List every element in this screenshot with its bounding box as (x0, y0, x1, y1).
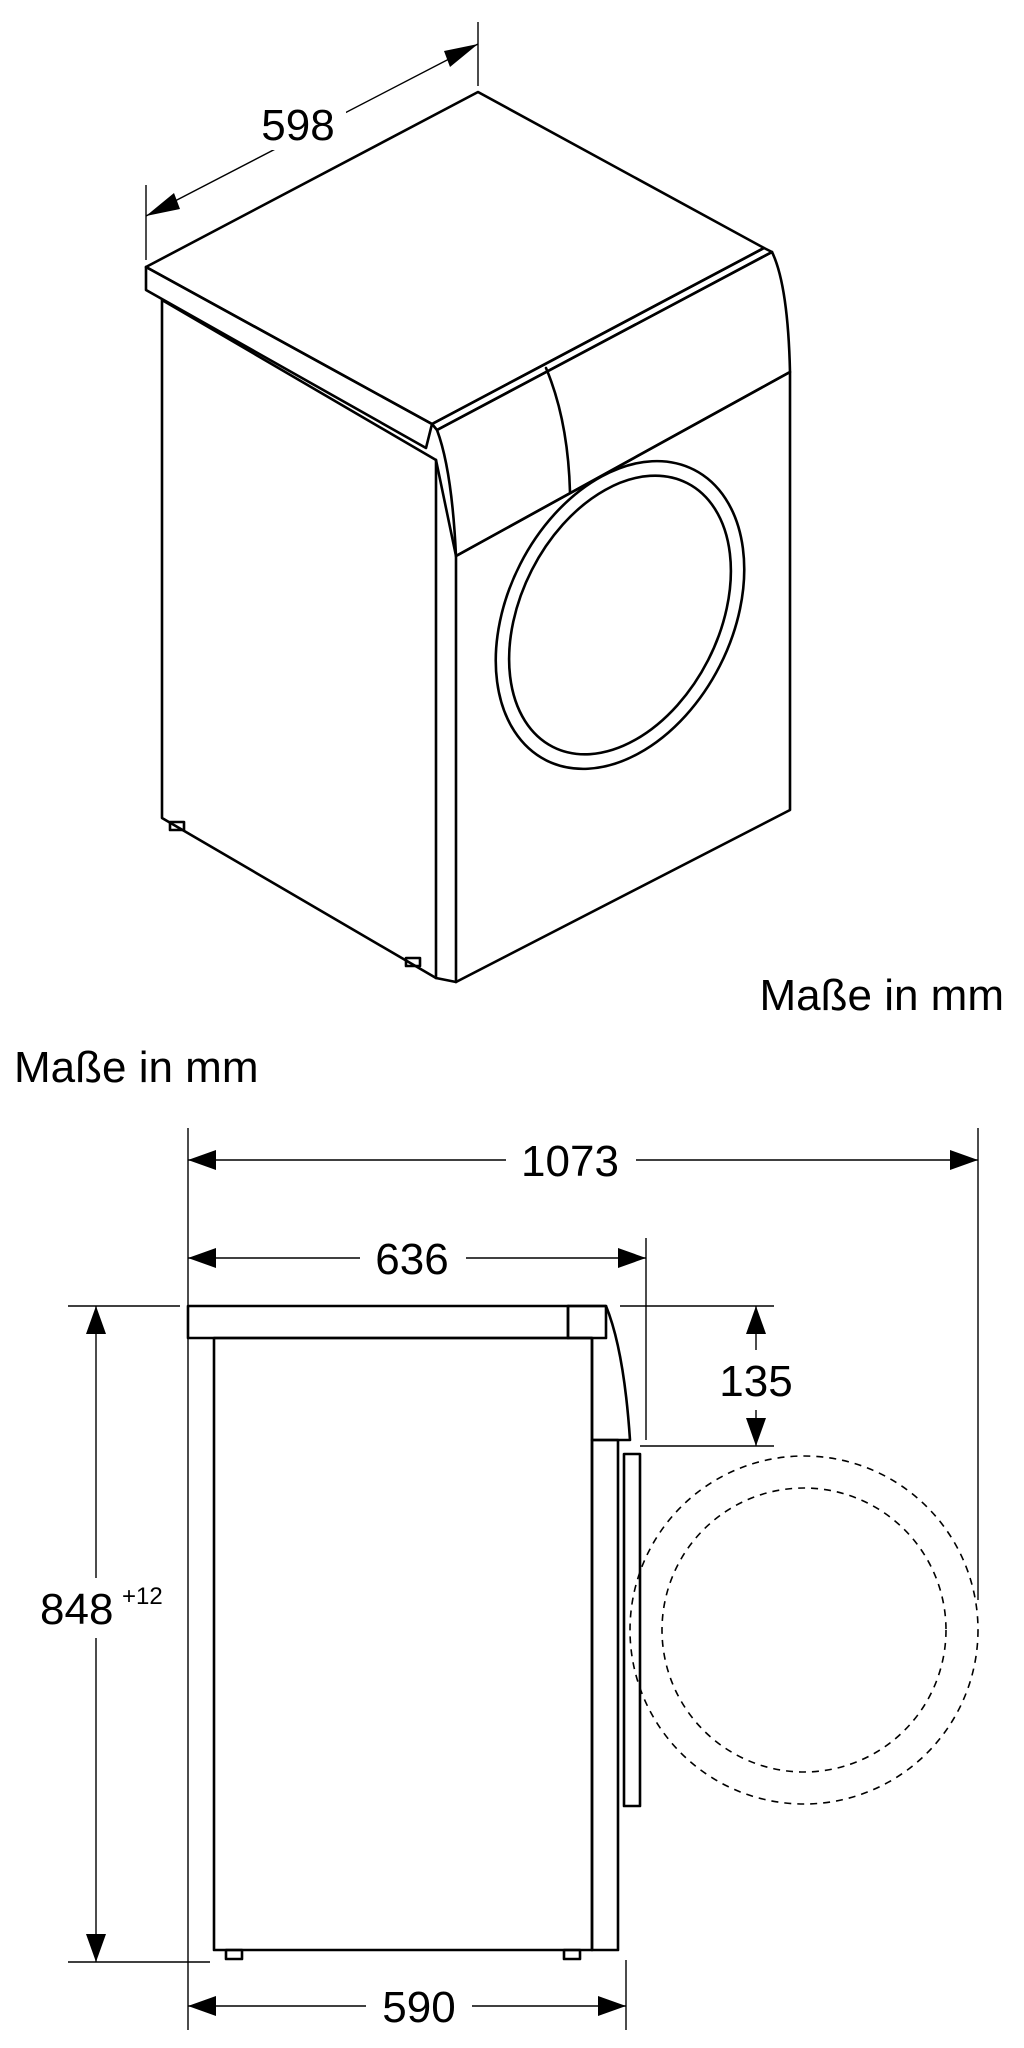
dim-848-label-bg (36, 1578, 176, 1638)
iso-top-front-edge (430, 246, 774, 432)
dim-590-arrow-right (598, 1996, 626, 2016)
dim-636-label: 636 (375, 1235, 448, 1284)
iso-top-surface (144, 90, 766, 426)
dim-135-arrow-bottom (746, 1418, 766, 1446)
dim-848-arrow-bottom (86, 1934, 106, 1962)
dim-636-arrow-right (618, 1248, 646, 1268)
iso-units-label: Maße in mm (760, 971, 1004, 1020)
side-door-open-inner (661, 1487, 947, 1773)
dim-848-arrow-top (86, 1306, 106, 1334)
iso-width-label-bg (250, 90, 346, 150)
dim-135-arrow-top (746, 1306, 766, 1334)
iso-panel-divider (544, 366, 572, 494)
iso-control-panel (435, 250, 792, 558)
side-control-panel (566, 1304, 632, 1442)
side-front-strip (590, 1438, 620, 1952)
side-door-profile (622, 1452, 642, 1808)
dim-135-label: 135 (719, 1357, 792, 1406)
dim-848-tolerance: +12 (122, 1583, 163, 1610)
dim-590-arrow-left (188, 1996, 216, 2016)
iso-width-label: 598 (261, 101, 334, 150)
dim-590-label-bg (366, 1976, 472, 2036)
iso-bottom-corner (434, 976, 458, 984)
dim-135-label-bg (706, 1350, 806, 1410)
iso-width-arrow-left (146, 193, 180, 216)
iso-foot-left (168, 820, 186, 832)
dim-636-arrow-left (188, 1248, 216, 1268)
iso-front-corner (434, 458, 458, 558)
dim-1073-label-bg (506, 1130, 636, 1190)
side-foot-rear (224, 1948, 244, 1961)
side-foot-front (562, 1948, 582, 1961)
side-view-washing-machine: Maße in mm 1073 636 (14, 1043, 979, 2036)
dim-1073-label: 1073 (521, 1137, 619, 1186)
dim-1073-arrow-left (188, 1150, 216, 1170)
iso-top-left-edge (144, 265, 434, 450)
dim-1073-arrow-right (950, 1150, 978, 1170)
dim-636-label-bg (360, 1228, 466, 1288)
iso-door-inner (507, 474, 733, 756)
side-door-open-outer (629, 1455, 979, 1805)
side-body (212, 1336, 594, 1952)
side-units-label: Maße in mm (14, 1043, 258, 1092)
dim-590-label: 590 (382, 1983, 455, 2032)
iso-width-arrow-right (444, 44, 478, 67)
iso-left-side (160, 298, 438, 980)
iso-foot-right (404, 956, 422, 968)
isometric-washing-machine: 598 Maße in mm (144, 22, 1004, 1020)
iso-front-face (454, 370, 792, 984)
dim-848-label: 848 (40, 1585, 113, 1634)
side-worktop (186, 1304, 608, 1340)
iso-door-outer (494, 459, 746, 771)
